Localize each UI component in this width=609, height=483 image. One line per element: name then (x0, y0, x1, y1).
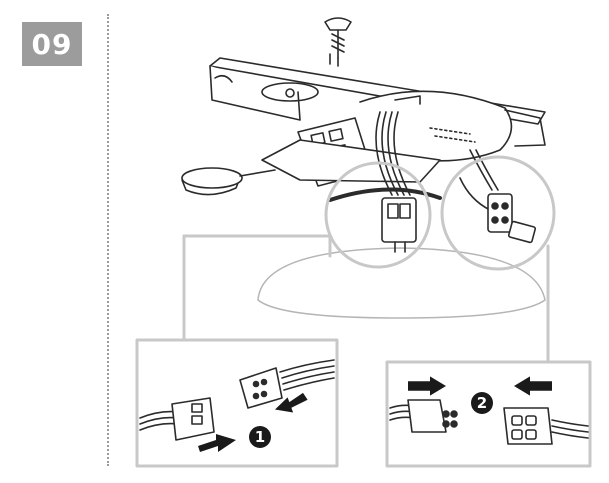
callout-1-number: 1 (255, 428, 265, 446)
arrow-icon (514, 376, 552, 396)
detail-right-connectors (389, 399, 589, 445)
detail-left-connectors (139, 359, 335, 441)
mounting-bracket-icon (209, 57, 546, 162)
screw-icon (324, 17, 352, 67)
wire-connector-icon (381, 197, 417, 253)
arrow-icon (274, 392, 308, 413)
dotted-divider (107, 14, 109, 466)
arrow-icon (198, 434, 236, 452)
wire-connector-icon (487, 193, 537, 244)
callout-1: 1 (249, 426, 271, 448)
sensor-dome (181, 167, 276, 196)
zoom-circle-right (440, 155, 556, 271)
wire-bundle (375, 111, 499, 211)
detail-frame-left (135, 338, 339, 468)
zoom-circle-left (324, 161, 432, 269)
callout-2: 2 (471, 392, 493, 414)
canopy-outline (257, 247, 546, 319)
step-number-badge: 09 (22, 22, 82, 66)
callout-2-number: 2 (477, 394, 487, 412)
step-number: 09 (31, 27, 73, 61)
arrow-icon (408, 376, 446, 396)
